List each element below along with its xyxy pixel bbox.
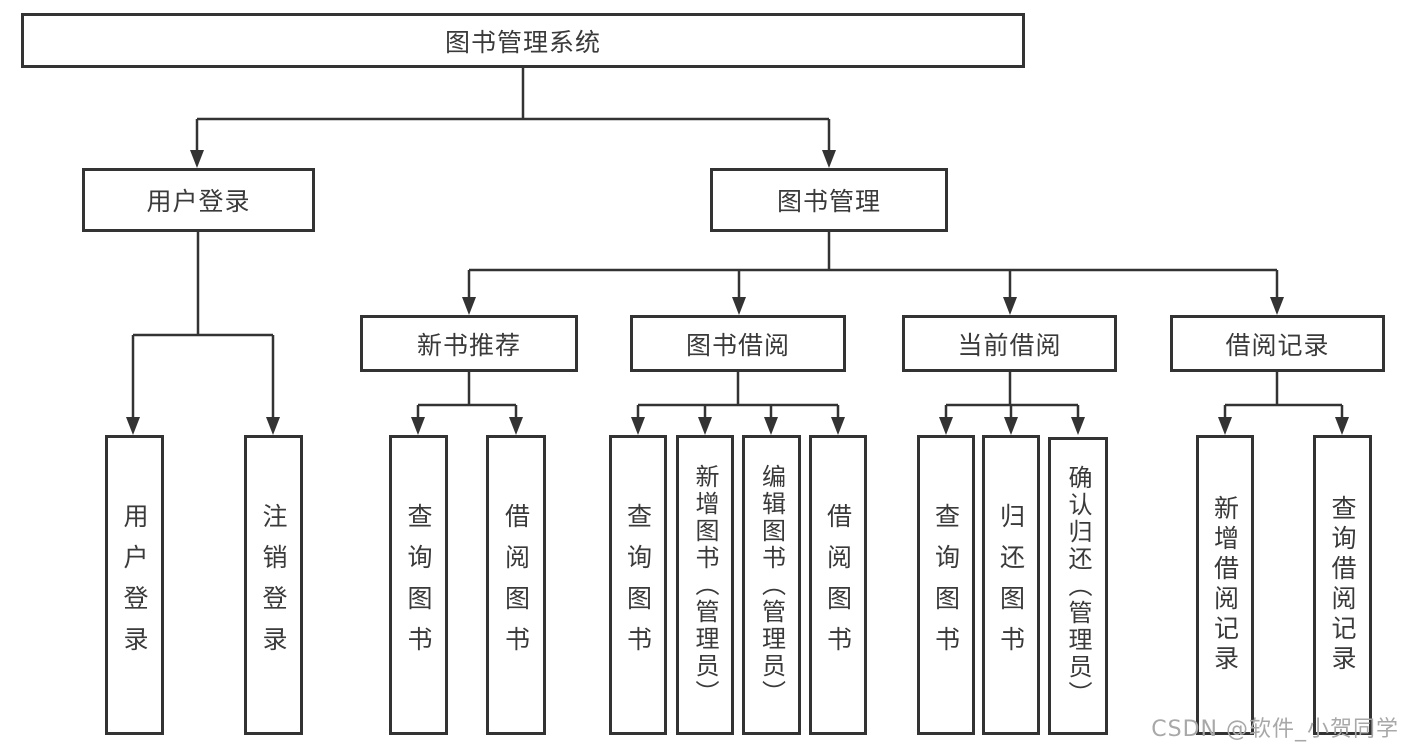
node-borrowing-records: 借阅记录 <box>1170 315 1385 372</box>
leaf-query-books-borrow: 查询图书 <box>609 435 667 735</box>
connector-root-to-level2 <box>190 68 836 168</box>
leaf-query-books-current: 查询图书 <box>917 435 975 735</box>
connector-user-login-to-leaves <box>126 232 280 435</box>
connector-new-books-to-leaves <box>411 372 523 435</box>
leaf-edit-book-admin: 编辑图书（管理员） <box>742 435 801 735</box>
leaf-logout: 注销登录 <box>244 435 303 735</box>
leaf-query-borrow-record: 查询借阅记录 <box>1313 435 1372 735</box>
watermark: CSDN @软件_小贺同学 <box>1151 717 1399 742</box>
connector-book-management-to-level3 <box>462 232 1284 315</box>
node-user-login: 用户登录 <box>82 168 315 232</box>
node-new-book-recommendation: 新书推荐 <box>360 315 578 372</box>
leaf-user-login: 用户登录 <box>105 435 164 735</box>
connector-book-borrow-to-leaves <box>631 372 845 435</box>
connector-borrow-records-to-leaves <box>1218 372 1349 435</box>
leaf-return-book: 归还图书 <box>982 435 1040 735</box>
leaf-borrow-books-recommend: 借阅图书 <box>486 435 546 735</box>
leaf-query-books-recommend: 查询图书 <box>389 435 448 735</box>
node-current-borrowing: 当前借阅 <box>902 315 1117 372</box>
leaf-confirm-return-admin: 确认归还（管理员） <box>1048 437 1108 735</box>
node-book-management: 图书管理 <box>710 168 948 232</box>
leaf-add-book-admin: 新增图书（管理员） <box>676 435 734 735</box>
leaf-add-borrow-record: 新增借阅记录 <box>1196 435 1254 735</box>
connector-current-borrow-to-leaves <box>939 372 1085 435</box>
node-root-library-management-system: 图书管理系统 <box>21 13 1025 68</box>
node-book-borrowing: 图书借阅 <box>630 315 846 372</box>
leaf-borrow-books: 借阅图书 <box>809 435 867 735</box>
